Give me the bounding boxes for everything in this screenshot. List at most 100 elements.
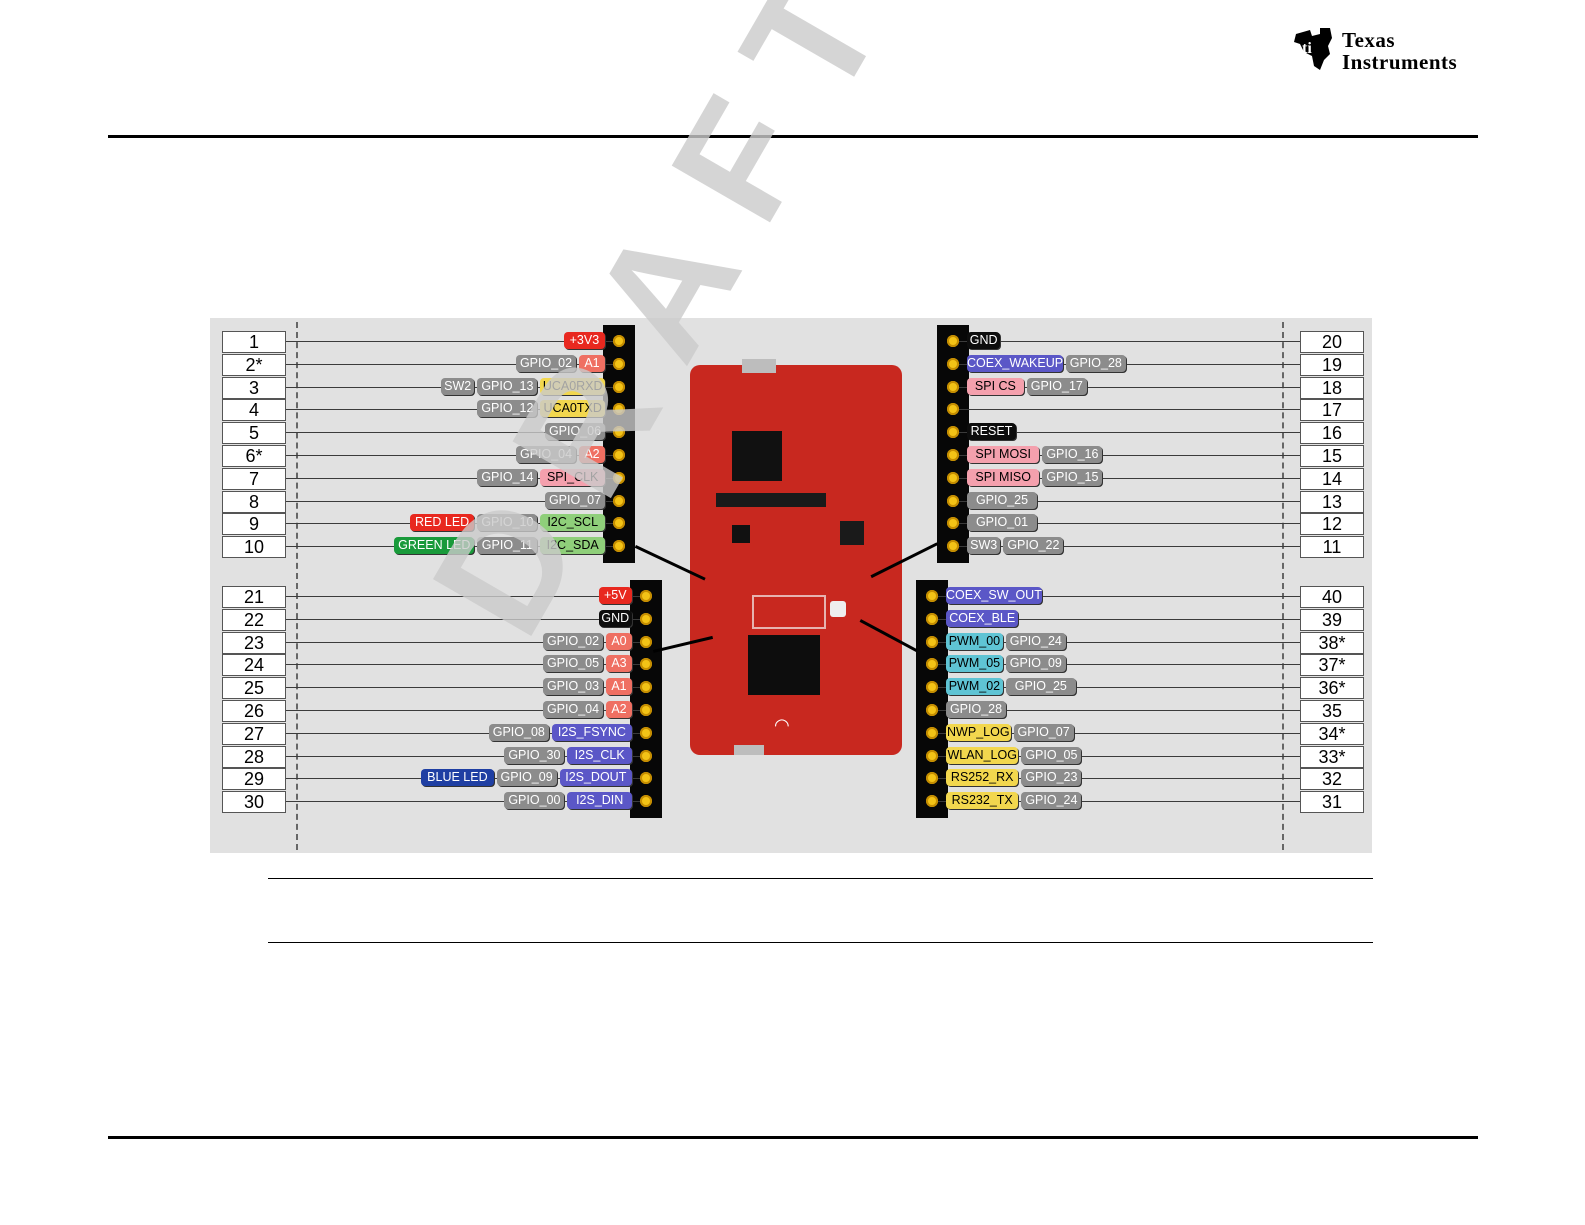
pin-guide-line: [938, 801, 1300, 803]
pin-function-label: PWM_05: [946, 655, 1003, 673]
pin-number-box: 22: [222, 608, 286, 631]
pin-number-box: 21: [222, 586, 286, 608]
pin-number-box: 28: [222, 745, 286, 768]
pin-number-box: 31: [1300, 791, 1364, 814]
usb-connector: [742, 359, 776, 373]
pin-number-box: 14: [1300, 467, 1364, 490]
header-pin: [640, 590, 652, 602]
pin-guide-line: [286, 477, 613, 479]
pin-function-label: GREEN LED: [394, 537, 475, 555]
pin-function-label: UCA0TXD: [540, 400, 605, 418]
pin-guide-line: [286, 664, 640, 666]
pin-function-label: A3: [606, 655, 632, 673]
header-pin: [613, 357, 625, 370]
header-pin: [947, 335, 959, 347]
pin-function-label: GPIO_08: [488, 723, 549, 741]
pin-guide-line: [286, 500, 613, 502]
pin-function-label: GPIO_15: [1042, 468, 1103, 486]
pin-function-label: GPIO_05: [543, 655, 603, 673]
header-pin: [947, 426, 959, 439]
caption-rule-bottom: [268, 942, 1373, 943]
pin-guide-line: [286, 618, 640, 620]
pin-function-label: SPI CS: [967, 377, 1024, 395]
footer-rule: [108, 1136, 1478, 1139]
pin-function-label: A0: [606, 632, 632, 650]
pin-function-label: COEX_SW_OUT: [946, 587, 1042, 604]
pin-number-box: 5: [222, 422, 286, 445]
pin-function-label: COEX_WAKEUP: [967, 354, 1064, 372]
pin-function-label: GPIO_10: [477, 514, 538, 532]
pin-guide-line: [286, 641, 640, 643]
pin-function-label: GPIO_09: [1005, 655, 1066, 673]
pin-guide-line: [938, 596, 1300, 597]
pin-guide-line: [938, 732, 1300, 734]
pin-function-label: PWM_02: [946, 678, 1003, 696]
header-pin: [926, 635, 938, 648]
pin-guide-line: [286, 755, 640, 757]
header-pin: [640, 635, 652, 648]
pin-number-box: 25: [222, 677, 286, 700]
pin-guide-line: [286, 409, 613, 411]
pin-function-label: A1: [606, 678, 632, 696]
antenna-module: [752, 595, 826, 629]
header-pin: [640, 681, 652, 694]
pin-guide-line: [959, 455, 1300, 456]
pin-function-label: RS232_TX: [946, 792, 1019, 810]
header-pin: [640, 795, 652, 808]
pin-number-box: 37*: [1300, 654, 1364, 677]
pin-number-box: 1: [222, 331, 286, 353]
ti-board-icon: [830, 601, 846, 617]
pin-function-label: NWP_LOG: [946, 723, 1011, 741]
pin-function-label: GPIO_07: [1013, 723, 1074, 741]
pin-function-label: GPIO_06: [545, 423, 605, 441]
jumper-block: [840, 521, 864, 545]
pin-number-box: 3: [222, 376, 286, 399]
header-pin: [613, 403, 625, 416]
pin-function-label: UCA0RXD: [540, 377, 605, 395]
right-dashed-guide: [1282, 322, 1284, 850]
pin-guide-line: [938, 664, 1300, 666]
wifi-icon: ◠: [774, 715, 790, 735]
pin-function-label: +5V: [598, 587, 632, 604]
pin-function-label: A2: [606, 701, 632, 718]
pin-function-label: GPIO_09: [496, 769, 557, 787]
pin-function-label: GPIO_05: [1021, 746, 1082, 764]
pin-guide-line: [959, 363, 1300, 365]
pin-number-box: 27: [222, 722, 286, 745]
pin-guide-line: [938, 687, 1300, 689]
pin-guide-line: [959, 432, 1300, 434]
pin-function-label: RESET: [967, 423, 1016, 441]
pin-function-label: SW3: [967, 537, 1001, 555]
pin-guide-line: [286, 341, 613, 342]
header-pin: [613, 471, 625, 484]
bottom-connector: [734, 745, 764, 755]
pin-number-box: 30: [222, 791, 286, 814]
header-pin: [640, 658, 652, 671]
pin-function-label: GPIO_17: [1026, 377, 1087, 395]
pin-function-label: COEX_BLE: [946, 609, 1019, 627]
left-dashed-guide: [296, 322, 298, 850]
pin-function-label: GPIO_25: [967, 491, 1037, 509]
pin-guide-line: [286, 732, 640, 734]
header-pin: [947, 540, 959, 553]
pin-function-label: SPI MISO: [967, 468, 1040, 486]
pin-function-label: GPIO_24: [1005, 632, 1066, 650]
header-pin: [947, 403, 959, 416]
pin-number-box: 35: [1300, 700, 1364, 722]
pin-function-label: GPIO_12: [477, 400, 538, 418]
ti-map-icon: ti: [1294, 28, 1332, 70]
header-pin: [926, 772, 938, 785]
pin-function-label: I2C_SDA: [540, 537, 605, 555]
pin-guide-line: [286, 363, 613, 365]
pin-number-box: 36*: [1300, 677, 1364, 700]
pin-function-label: SPI MOSI: [967, 446, 1040, 463]
pin-number-box: 6*: [222, 445, 286, 467]
pin-number-box: 15: [1300, 445, 1364, 467]
pin-function-label: I2C_SCL: [540, 514, 605, 532]
pin-guide-line: [938, 710, 1300, 711]
pin-function-label: +3V3: [563, 332, 605, 349]
pin-guide-line: [959, 546, 1300, 548]
pin-guide-line: [938, 778, 1300, 780]
pin-guide-line: [286, 801, 640, 803]
header-pin: [640, 749, 652, 762]
